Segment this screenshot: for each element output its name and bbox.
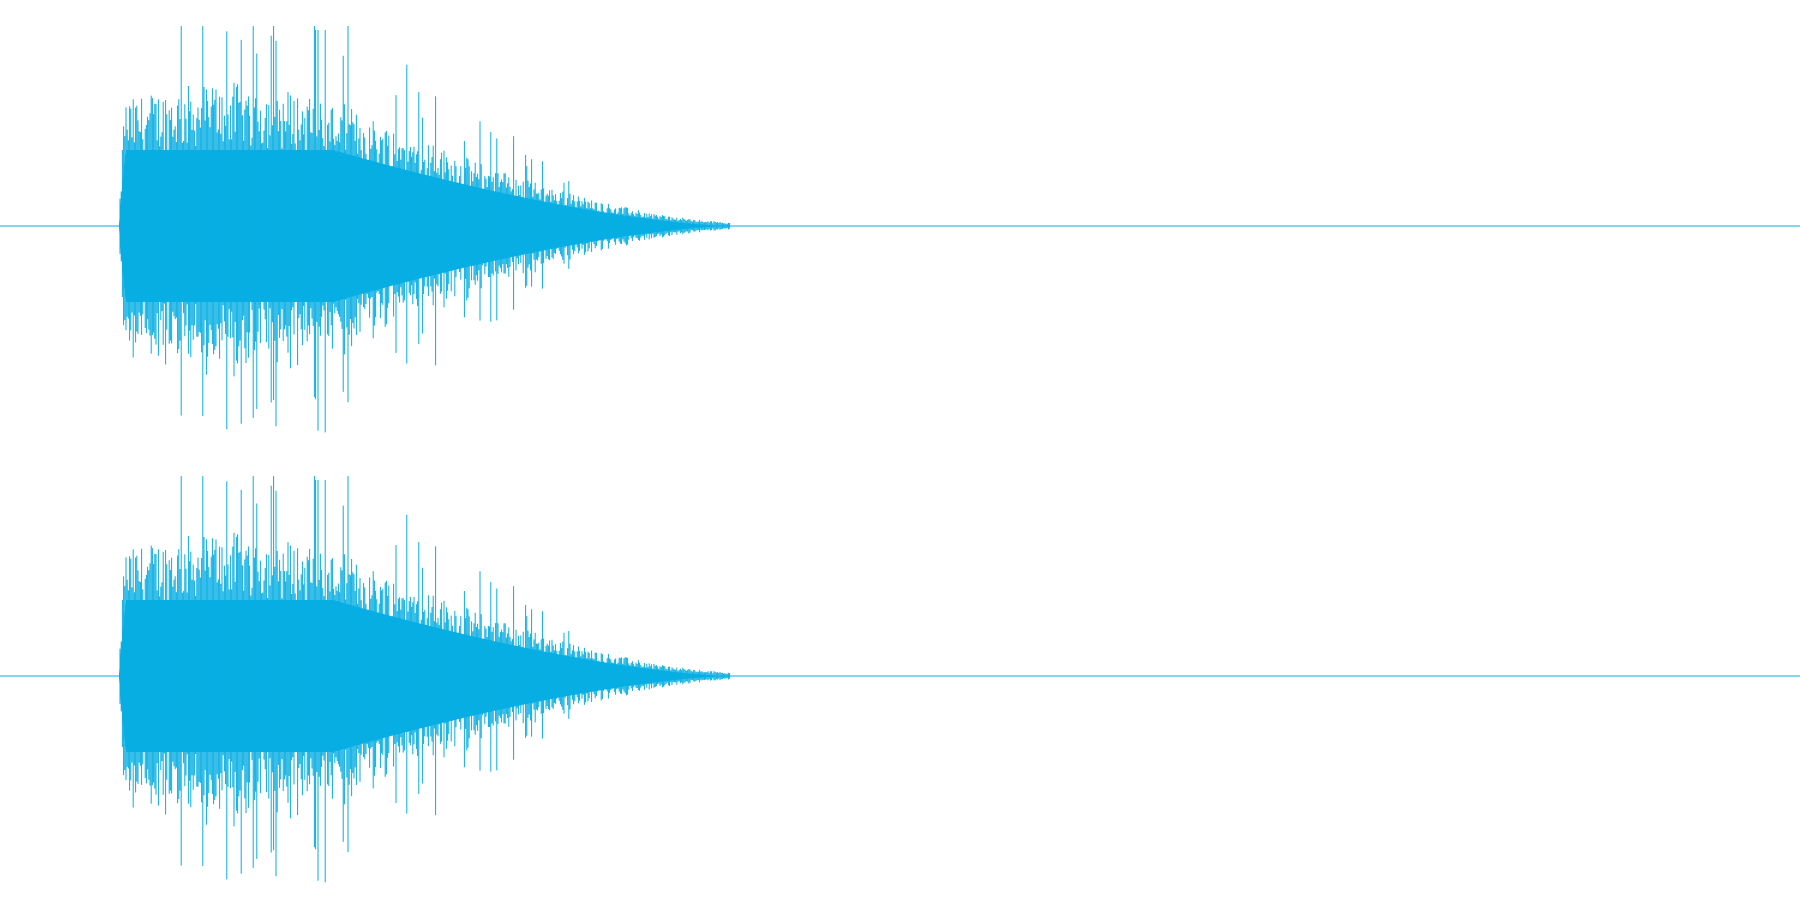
waveform-channel-right [0,476,1800,883]
waveform-samples [119,476,731,883]
waveform-samples [119,26,731,433]
waveform-channel-left [0,26,1800,433]
